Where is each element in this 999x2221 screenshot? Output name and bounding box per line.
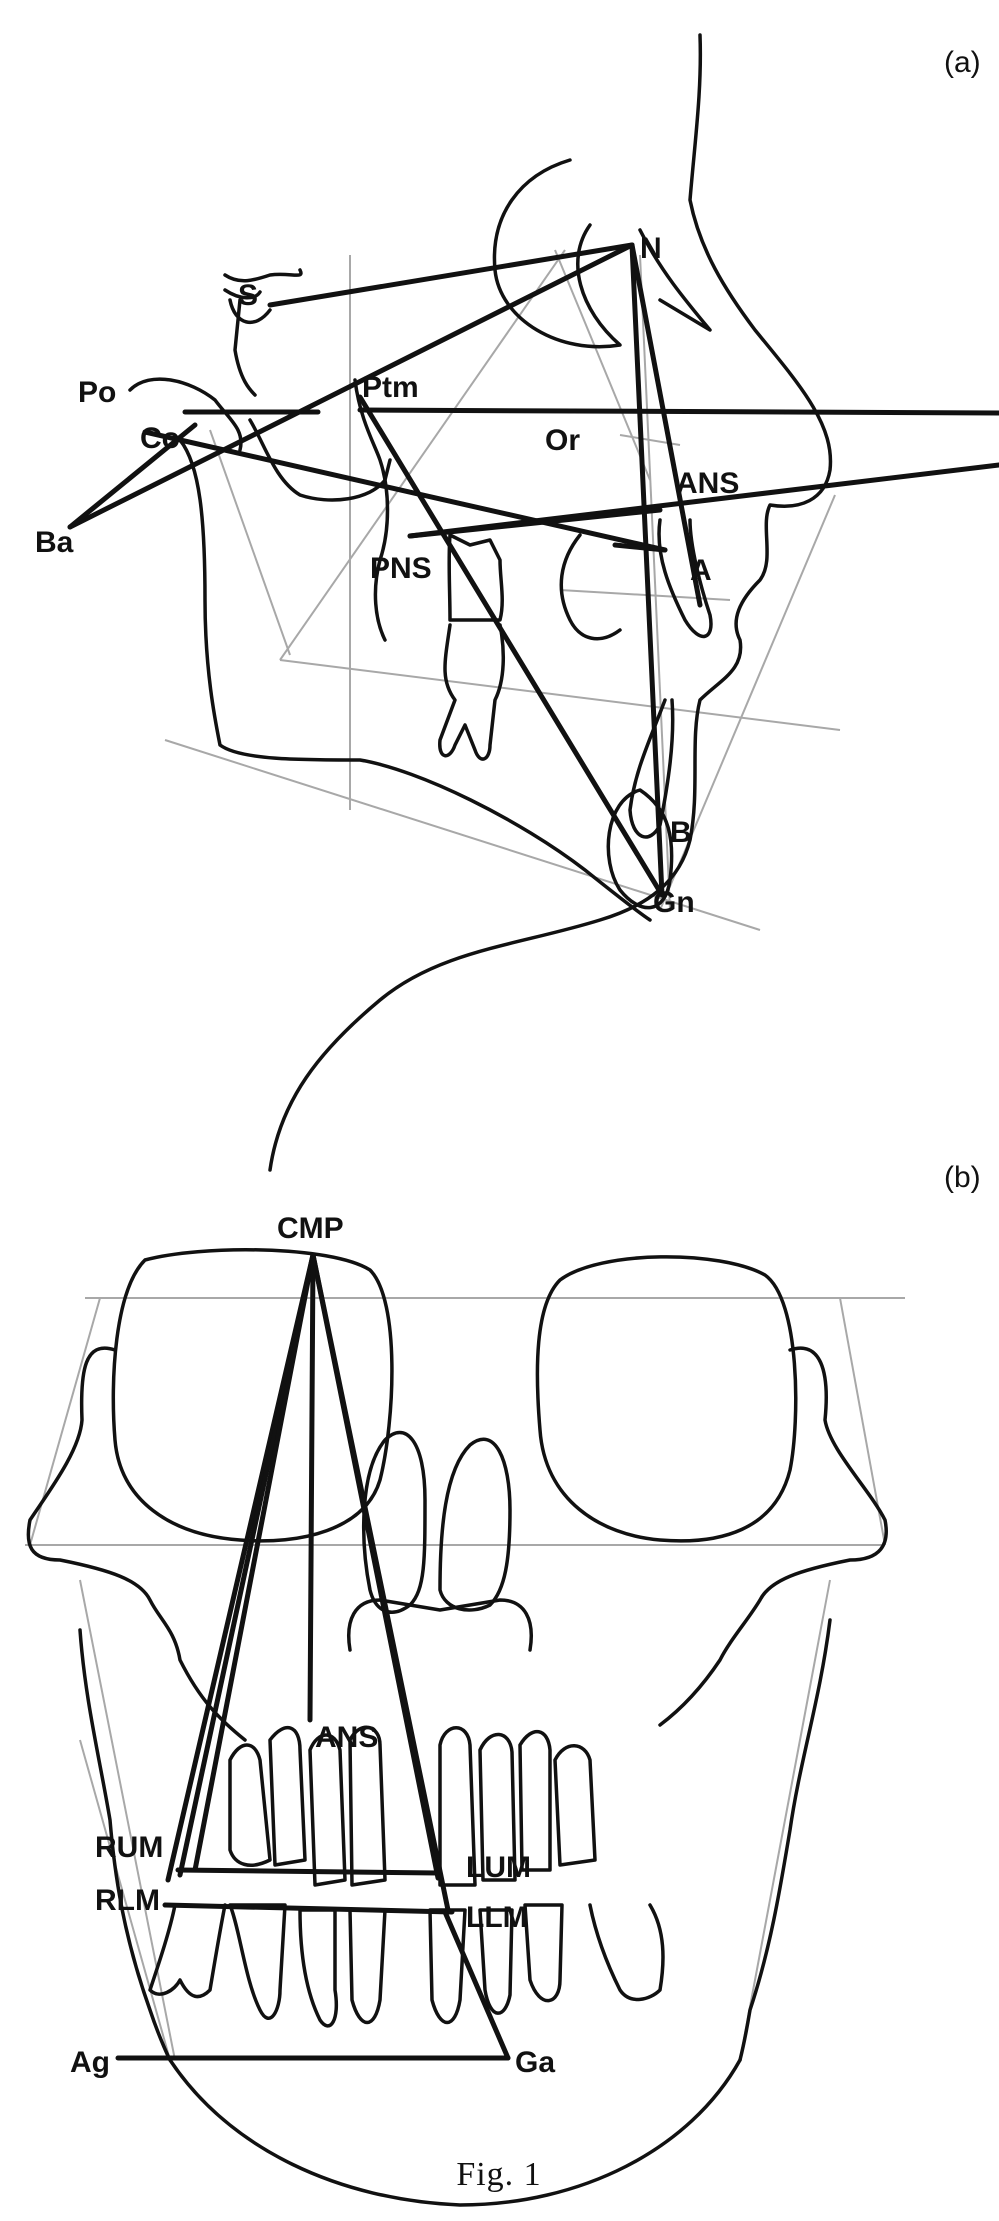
label-ag: Ag bbox=[70, 2046, 110, 2079]
panel-a-labels: (a) N S Po Co Ba Ptm Or ANS PNS A B Gn bbox=[35, 46, 981, 919]
label-rlm: RLM bbox=[95, 1884, 160, 1917]
panel-a-reference-lines bbox=[67, 242, 999, 898]
nasal-aperture bbox=[347, 1598, 533, 1652]
label-rum: RUM bbox=[95, 1831, 163, 1864]
panel-b-tag: (b) bbox=[944, 1161, 981, 1194]
panel-b-labels: (b) CMP ANS RUM RLM LUM LLM Ag Ga bbox=[70, 1161, 981, 2079]
label-ans: ANS bbox=[676, 467, 739, 500]
lower-molar bbox=[438, 623, 506, 761]
upper-molar bbox=[447, 533, 504, 622]
label-ptm: Ptm bbox=[362, 371, 419, 404]
label-co: Co bbox=[140, 422, 180, 455]
panel-b-construction-lines bbox=[25, 1297, 905, 2061]
right-lower-molar bbox=[148, 1903, 227, 1999]
panel-a-anatomy-outline bbox=[128, 33, 833, 1172]
sella bbox=[223, 288, 272, 325]
pterygoid bbox=[353, 378, 390, 642]
panel-b-frontal-tracing: (b) CMP ANS RUM RLM LUM LLM Ag Ga bbox=[25, 1161, 981, 2207]
lower-incisor bbox=[628, 698, 675, 839]
orbit-outline bbox=[492, 158, 622, 349]
right-zygoma bbox=[26, 1346, 247, 1742]
left-lower-molar bbox=[588, 1903, 665, 2002]
label-or: Or bbox=[545, 424, 580, 457]
symphysis bbox=[606, 788, 674, 910]
left-ramus bbox=[738, 1618, 832, 2062]
maxilla-anterior bbox=[559, 533, 622, 641]
label-a: A bbox=[690, 554, 712, 587]
left-orbit bbox=[535, 1255, 798, 1543]
label-pns: PNS bbox=[370, 552, 432, 585]
label-ba: Ba bbox=[35, 526, 74, 559]
panel-a-tag: (a) bbox=[944, 46, 981, 79]
lower-dentition bbox=[228, 1903, 564, 2028]
figure-caption: Fig. 1 bbox=[456, 2156, 541, 2193]
label-cmp: CMP bbox=[277, 1212, 344, 1245]
panel-b-reference-lines bbox=[115, 1252, 511, 2061]
mandible-upper bbox=[248, 418, 392, 502]
label-ans-frontal: ANS bbox=[315, 1721, 378, 1754]
panel-a-lateral-tracing: (a) N S Po Co Ba Ptm Or ANS PNS A B Gn bbox=[35, 33, 999, 1172]
upper-incisor bbox=[657, 518, 713, 639]
label-lum: LUM bbox=[466, 1851, 531, 1884]
skull-base bbox=[223, 268, 303, 397]
panel-b-anatomy-outline bbox=[26, 1248, 888, 2207]
left-zygoma bbox=[658, 1346, 888, 1727]
label-llm: LLM bbox=[466, 1901, 528, 1934]
label-ga: Ga bbox=[515, 2046, 555, 2079]
nasal-bone bbox=[638, 228, 712, 332]
label-b: B bbox=[670, 816, 692, 849]
panel-a-construction-lines bbox=[164, 249, 841, 931]
mandible-arch bbox=[168, 2058, 742, 2207]
right-nasal-cavity bbox=[362, 1430, 427, 1614]
upper-dentition bbox=[228, 1725, 597, 1887]
right-orbit bbox=[111, 1248, 394, 1543]
soft-tissue-profile bbox=[268, 33, 833, 1172]
label-n: N bbox=[640, 232, 662, 265]
label-po: Po bbox=[78, 376, 116, 409]
right-ramus bbox=[78, 1628, 172, 2062]
label-gn: Gn bbox=[653, 886, 695, 919]
left-nasal-cavity bbox=[438, 1437, 512, 1612]
condyle-ramus bbox=[128, 377, 652, 922]
label-s: S bbox=[238, 279, 258, 312]
